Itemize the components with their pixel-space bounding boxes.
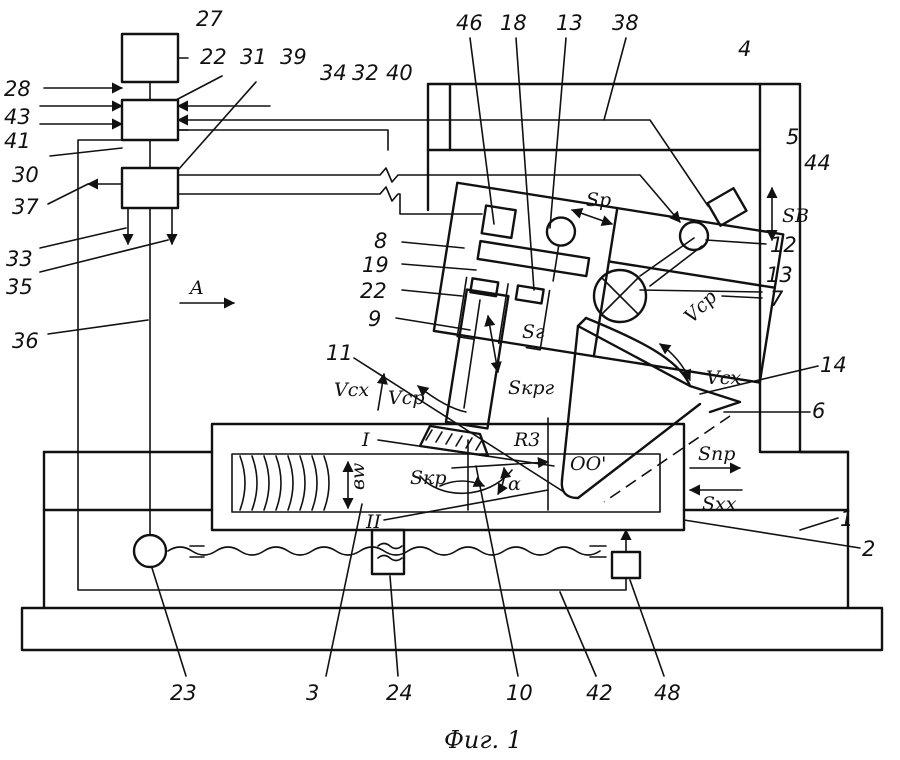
symbol-bw: вw	[347, 463, 369, 490]
label-7: 7	[770, 287, 784, 311]
lead-screw	[132, 528, 642, 580]
label-14: 14	[820, 353, 847, 377]
label-36: 36	[12, 329, 39, 353]
label-24: 24	[386, 681, 413, 705]
symbol-arrow-a: A	[188, 277, 204, 299]
label-10: 10	[506, 681, 533, 705]
label-46: 46	[456, 11, 483, 35]
label-5: 5	[786, 125, 799, 149]
label-40: 40	[386, 61, 413, 85]
symbol-sg: Sг	[522, 321, 545, 343]
label-33: 33	[6, 247, 33, 271]
symbol-vcp-right: Vcp	[680, 286, 721, 327]
label-43: 43	[4, 105, 31, 129]
symbol-snp: Sпр	[698, 443, 735, 465]
label-6: 6	[812, 399, 825, 423]
symbol-skrg: Sкрг	[508, 377, 555, 399]
label-18: 18	[500, 11, 527, 35]
symbol-oo: OO'	[570, 453, 606, 475]
label-27: 27	[196, 7, 223, 31]
label-28: 28	[4, 77, 31, 101]
label-34: 34	[320, 61, 347, 85]
label-42: 42	[586, 681, 613, 705]
label-31: 31	[240, 45, 267, 69]
label-13-right: 13	[766, 263, 793, 287]
label-22-mid: 22	[360, 279, 387, 303]
label-44: 44	[804, 151, 831, 175]
label-41: 41	[4, 129, 31, 153]
label-9: 9	[368, 307, 381, 331]
table-2	[210, 422, 686, 532]
label-23: 23	[170, 681, 197, 705]
label-11: 11	[326, 341, 353, 365]
motion-arrows	[376, 186, 778, 496]
column-frame	[426, 82, 850, 454]
symbol-vcp-left: Vcp	[388, 387, 425, 409]
callout-labels: 27 22 31 39 34 32 40 28 43 41 30 37 33 3…	[4, 7, 875, 705]
label-48: 48	[654, 681, 681, 705]
label-38: 38	[612, 11, 639, 35]
arm-14	[547, 187, 748, 511]
symbol-sb: SB	[782, 205, 809, 227]
symbol-alpha: α	[508, 473, 521, 495]
symbol-roman-1: I	[361, 429, 370, 451]
symbol-sp: Sp	[586, 189, 611, 211]
label-2: 2	[862, 537, 875, 561]
leader-lines	[39, 37, 861, 677]
label-22-top: 22	[200, 45, 227, 69]
label-35: 35	[6, 275, 33, 299]
symbol-sxx: Sxx	[702, 493, 737, 515]
label-37: 37	[12, 195, 39, 219]
line-42	[77, 139, 627, 591]
label-32: 32	[352, 61, 379, 85]
label-12: 12	[770, 233, 797, 257]
label-1: 1	[840, 507, 853, 531]
cutter-spindle	[418, 288, 510, 458]
symbol-vcx-left: Vcx	[334, 379, 369, 401]
symbol-r3: R3	[513, 429, 540, 451]
label-4: 4	[738, 37, 751, 61]
figure-caption: Фиг. 1	[444, 726, 522, 754]
label-3: 3	[306, 681, 319, 705]
label-30: 30	[12, 163, 39, 187]
label-13-top: 13	[556, 11, 583, 35]
machine-base	[20, 450, 884, 652]
symbol-skr: Sкр	[410, 467, 447, 489]
symbol-roman-2: II	[365, 511, 382, 533]
label-8: 8	[374, 229, 387, 253]
label-39: 39	[280, 45, 307, 69]
symbol-vcx-right: Vcx	[706, 367, 741, 389]
label-19: 19	[362, 253, 389, 277]
control-blocks	[39, 32, 709, 246]
